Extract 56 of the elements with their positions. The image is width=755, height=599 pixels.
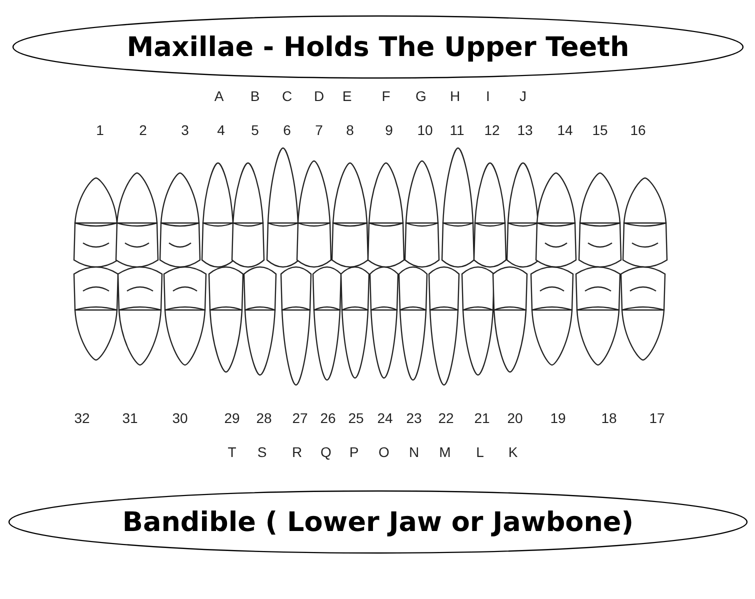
tooth-number: 5 [251, 122, 259, 138]
tooth-letter: A [214, 88, 224, 104]
tooth-number: 17 [649, 410, 665, 426]
tooth-number: 13 [517, 122, 533, 138]
tooth-letter: E [342, 88, 352, 104]
tooth-letter: B [250, 88, 260, 104]
tooth-number: 32 [74, 410, 90, 426]
jaw-title: Bandible ( Lower Jaw or Jawbone) [122, 506, 634, 538]
tooth-letter: O [378, 444, 390, 460]
tooth-letter: G [416, 88, 426, 104]
tooth-number: 21 [474, 410, 490, 426]
tooth-number: 19 [550, 410, 566, 426]
title-ellipse [8, 490, 748, 554]
tooth-number: 27 [292, 410, 308, 426]
tooth-letter: D [314, 88, 324, 104]
tooth-number: 18 [601, 410, 617, 426]
tooth-letter: N [408, 444, 420, 460]
title-ellipse [12, 15, 744, 79]
tooth-letter: Q [320, 444, 332, 460]
tooth-number: 12 [484, 122, 500, 138]
tooth-number: 14 [557, 122, 573, 138]
tooth-letter: H [450, 88, 460, 104]
tooth-letter: F [382, 88, 390, 104]
tooth-letter: L [476, 444, 484, 460]
tooth-number: 15 [592, 122, 608, 138]
tooth-letter: S [257, 444, 267, 460]
tooth-number: 1 [96, 122, 104, 138]
tooth-letter: P [349, 444, 359, 460]
tooth-number: 11 [450, 122, 464, 138]
tooth-number: 22 [438, 410, 454, 426]
tooth-number: 20 [507, 410, 523, 426]
tooth-number: 2 [139, 122, 147, 138]
tooth-number: 30 [172, 410, 188, 426]
tooth-letter: K [508, 444, 518, 460]
tooth-letter: J [520, 88, 526, 104]
tooth-number: 23 [406, 410, 422, 426]
tooth-number: 31 [122, 410, 138, 426]
tooth-letter: C [282, 88, 292, 104]
tooth-letter: M [439, 444, 451, 460]
jaw-title: Maxillae - Holds The Upper Teeth [126, 32, 630, 62]
tooth-number: 3 [181, 122, 189, 138]
tooth-letter: I [486, 88, 490, 104]
tooth-number: 6 [283, 122, 291, 138]
tooth-number: 29 [224, 410, 240, 426]
tooth-number: 8 [346, 122, 354, 138]
tooth-number: 28 [256, 410, 272, 426]
tooth-number: 26 [320, 410, 336, 426]
tooth-number: 10 [417, 122, 433, 138]
tooth-number: 7 [315, 122, 323, 138]
tooth-letter: R [292, 444, 302, 460]
tooth-number: 4 [217, 122, 225, 138]
tooth-number: 25 [348, 410, 364, 426]
tooth-letter: T [228, 444, 236, 460]
tooth-number: 9 [385, 122, 393, 138]
tooth-number: 24 [377, 410, 393, 426]
tooth-number: 16 [630, 122, 646, 138]
